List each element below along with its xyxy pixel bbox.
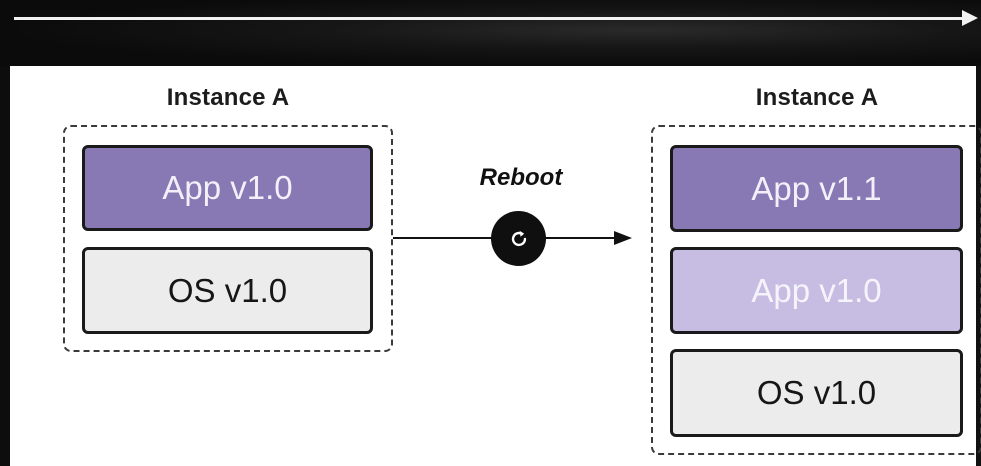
header-band bbox=[0, 0, 981, 66]
instance-after-title: Instance A bbox=[755, 84, 879, 111]
layer-os-after: OS v1.0 bbox=[670, 349, 963, 437]
reboot-connector-arrowhead bbox=[614, 231, 632, 245]
layer-os-before: OS v1.0 bbox=[82, 247, 373, 334]
reboot-button bbox=[491, 211, 546, 266]
refresh-icon bbox=[511, 230, 526, 246]
timeline-arrowhead bbox=[962, 10, 978, 26]
instance-before-title: Instance A bbox=[166, 84, 290, 111]
instance-before-box bbox=[63, 125, 393, 352]
layer-app-v1-0-after: App v1.0 bbox=[670, 247, 963, 334]
right-edge bbox=[976, 66, 981, 466]
layer-app-v1-1-after: App v1.1 bbox=[670, 145, 963, 232]
layer-app-v1-0-before: App v1.0 bbox=[82, 145, 373, 231]
timeline-line bbox=[14, 17, 966, 20]
reboot-label: Reboot bbox=[479, 164, 563, 191]
